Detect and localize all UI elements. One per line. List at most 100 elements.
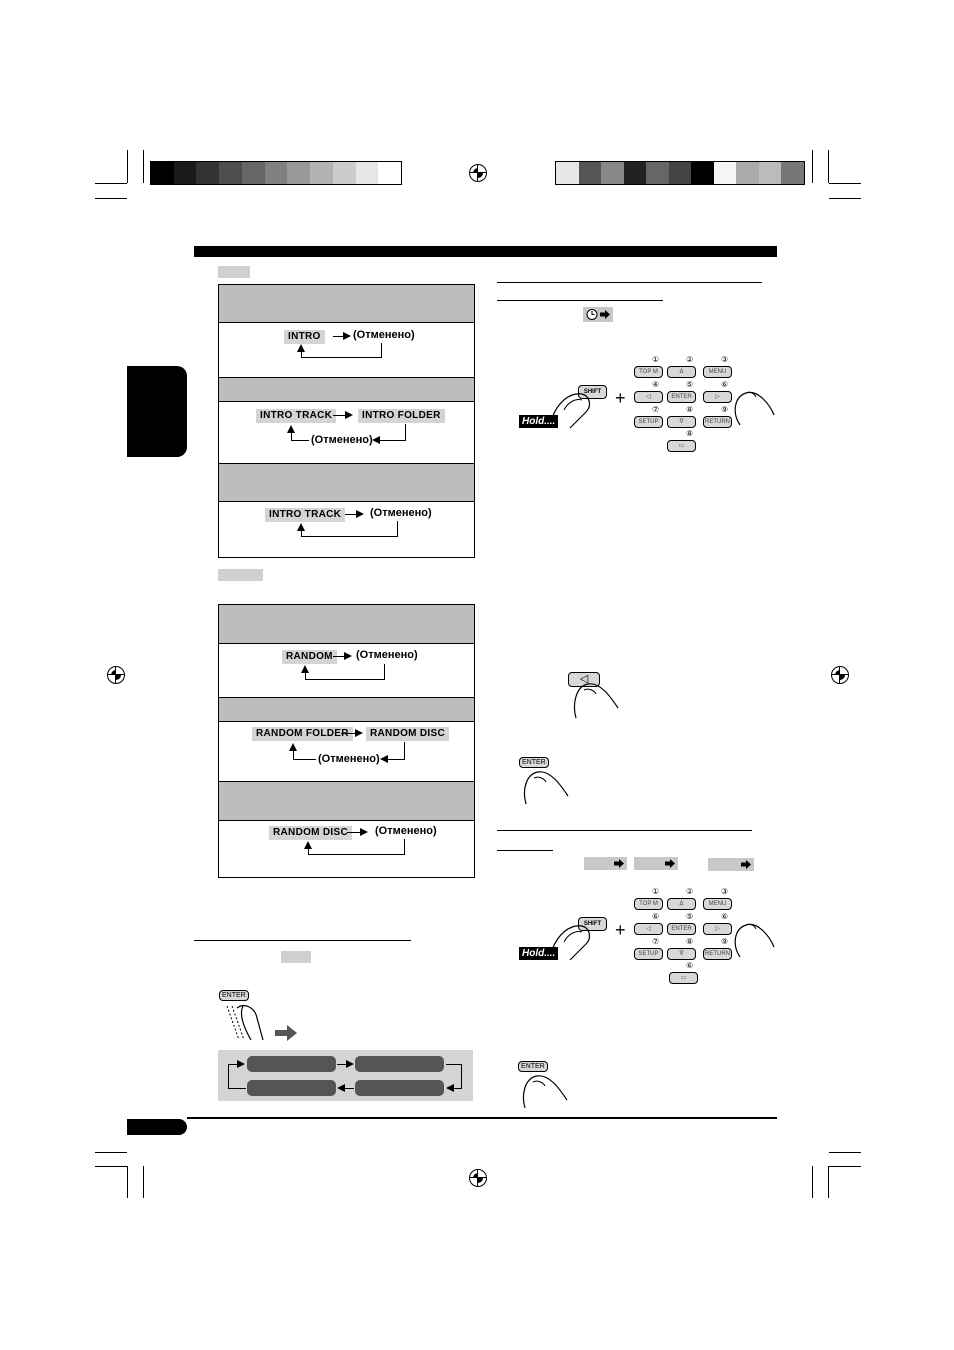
right-key[interactable]: ▷	[703, 923, 732, 935]
hold-label: Hold....	[519, 415, 559, 428]
down-key[interactable]: ∇	[667, 948, 696, 960]
section-label-intro	[218, 266, 250, 278]
section-label-random	[218, 569, 263, 581]
cycle-diagram	[218, 1050, 473, 1101]
left-arrow-button[interactable]: ◁	[568, 672, 600, 687]
finger-icon	[551, 393, 591, 429]
loop-line	[291, 440, 309, 441]
loop-line	[301, 536, 398, 537]
footer-rule	[187, 1117, 777, 1119]
enter-button[interactable]: ENTER	[219, 990, 249, 1001]
random-header-1	[219, 605, 474, 644]
key-number: ①	[652, 887, 660, 896]
arrow-right-icon	[355, 729, 363, 737]
loop-line	[381, 343, 382, 358]
bottom-key[interactable]: ▭	[669, 972, 698, 984]
random-header-3	[219, 781, 474, 821]
loop-line	[301, 357, 382, 358]
loop-line	[308, 854, 405, 855]
key-number: ⑧	[686, 937, 694, 946]
crop-mark	[143, 150, 144, 183]
cancel-label: (Отменено)	[375, 825, 437, 837]
indicator-button	[708, 858, 754, 871]
random-tag: RANDOM	[282, 650, 337, 664]
key-number: ⑥	[686, 961, 694, 970]
return-key[interactable]: RETURN	[703, 416, 732, 428]
enter-key[interactable]: ENTER	[667, 923, 696, 935]
crop-mark	[95, 1166, 127, 1167]
key-number: ⑤	[686, 912, 694, 921]
cancel-label: (Отменено)	[353, 329, 415, 341]
section-rule	[497, 850, 553, 851]
indicator-button	[584, 857, 627, 870]
up-key[interactable]: Δ	[667, 898, 696, 910]
intro-header-2	[219, 377, 474, 402]
arrow	[333, 415, 346, 416]
setup-key[interactable]: SETUP	[634, 416, 663, 428]
finger-icon	[551, 925, 591, 961]
arrow-right-icon	[665, 859, 675, 868]
arrow-left-icon	[337, 1084, 345, 1092]
loop-line	[228, 1064, 238, 1065]
gray-scale-bar-right	[555, 161, 805, 185]
down-key[interactable]: ∇	[667, 416, 696, 428]
return-key[interactable]: RETURN	[703, 948, 732, 960]
cycle-step-1	[247, 1056, 336, 1072]
arrow-right-icon	[345, 411, 353, 419]
intro-track-tag: INTRO TRACK	[256, 409, 337, 423]
right-key[interactable]: ▷	[703, 391, 732, 403]
left-key[interactable]: ◁	[634, 923, 663, 935]
intro-tag: INTRO	[284, 330, 325, 344]
key-number: ⑨	[721, 937, 729, 946]
arrow-right-icon	[343, 332, 351, 340]
arrow-right-icon	[614, 859, 624, 868]
arrow-up-icon	[289, 743, 297, 751]
up-key[interactable]: Δ	[667, 366, 696, 378]
finger-icon	[734, 923, 775, 958]
random-disc-tag: RANDOM DISC	[269, 826, 352, 840]
clock-arrow-icon	[586, 309, 610, 320]
menu-key[interactable]: MENU	[703, 366, 732, 378]
crop-mark	[828, 150, 829, 183]
key-number: ⑦	[652, 405, 660, 414]
section-rule	[497, 282, 762, 283]
page-number-tab	[127, 1119, 187, 1135]
enter-button[interactable]: ENTER	[518, 1061, 548, 1072]
left-key[interactable]: ◁	[634, 391, 663, 403]
random-header-2	[219, 697, 474, 722]
key-number: ⑨	[721, 405, 729, 414]
cycle-step-3	[355, 1080, 444, 1096]
bottom-key[interactable]: ▭	[667, 440, 696, 452]
registration-mark-icon	[469, 1169, 487, 1187]
finger-icon	[573, 683, 619, 719]
enter-key[interactable]: ENTER	[667, 391, 696, 403]
plus-sign: +	[615, 388, 626, 408]
cancel-label: (Отменено)	[356, 649, 418, 661]
loop-line	[308, 847, 309, 855]
intro-header-1	[219, 285, 474, 323]
key-number: ⑤	[686, 380, 694, 389]
top-menu-key[interactable]: TOP M	[634, 366, 663, 378]
setup-key[interactable]: SETUP	[634, 948, 663, 960]
menu-key[interactable]: MENU	[703, 898, 732, 910]
key-number: ⑥	[721, 380, 729, 389]
key-number: ⑦	[652, 937, 660, 946]
loop-line	[305, 679, 385, 680]
arrow	[345, 514, 357, 515]
enter-button[interactable]: ENTER	[519, 757, 549, 768]
cycle-step-4	[247, 1080, 336, 1096]
random-folder-tag: RANDOM FOLDER	[252, 727, 353, 741]
arrow-right-icon	[346, 1060, 354, 1068]
loop-line	[404, 839, 405, 854]
section-rule	[497, 830, 752, 831]
crop-mark	[829, 1152, 861, 1153]
time-indicator	[583, 307, 613, 322]
finger-icon	[734, 391, 775, 426]
arrow-left-icon	[380, 755, 388, 763]
crop-mark	[95, 1152, 127, 1153]
arrow	[347, 832, 361, 833]
language-tab	[127, 366, 187, 457]
key-number: ③	[721, 355, 729, 364]
crop-mark	[829, 198, 861, 199]
top-menu-key[interactable]: TOP M	[634, 898, 663, 910]
